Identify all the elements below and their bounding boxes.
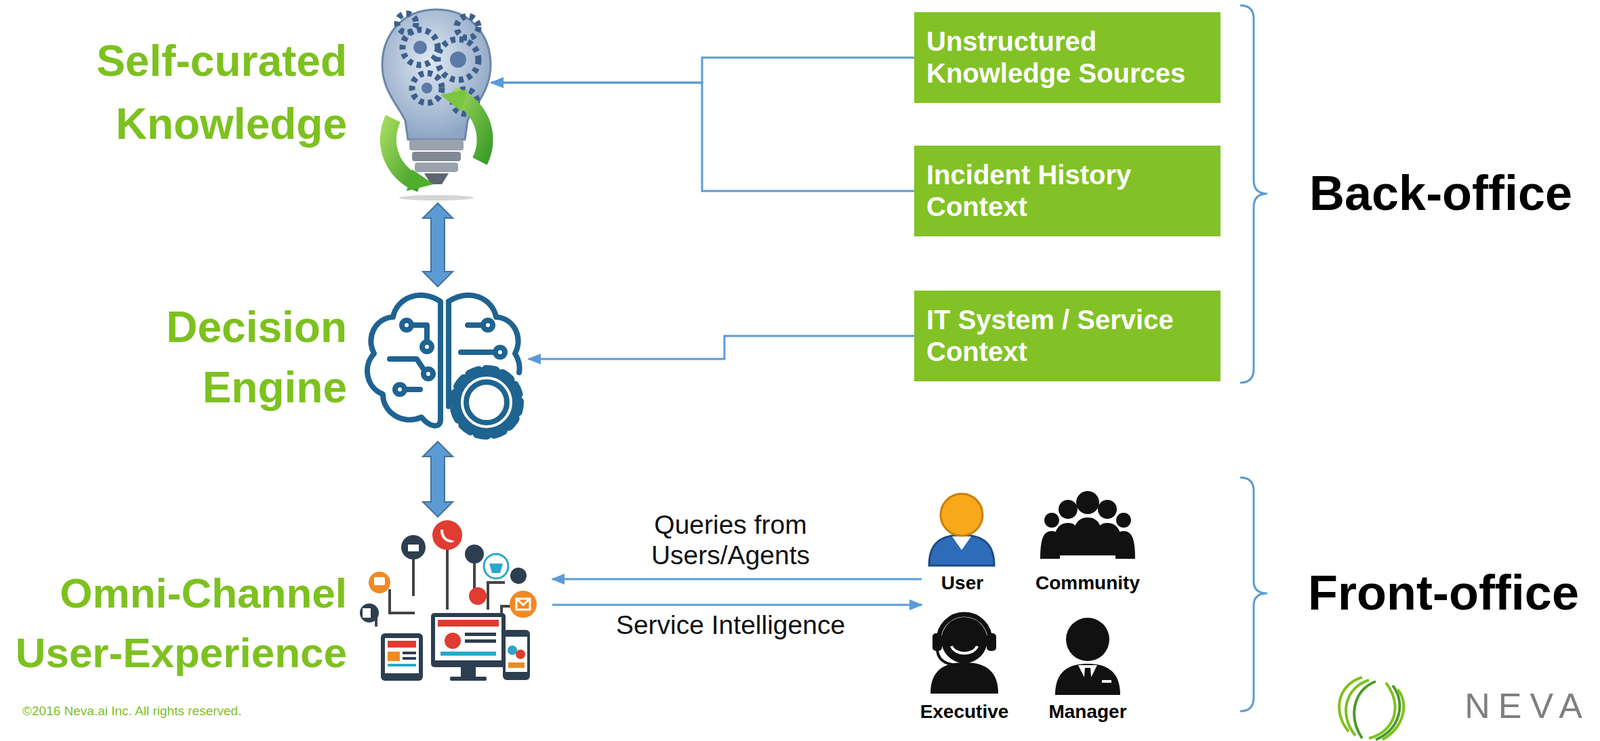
connector bbox=[422, 203, 453, 287]
neva-logo-mark bbox=[1339, 677, 1404, 741]
community-group-icon bbox=[1040, 491, 1136, 560]
connector bbox=[552, 578, 922, 581]
decision-brain-icon bbox=[367, 295, 520, 436]
component-block: Decision Engine bbox=[27, 288, 529, 441]
source-box: IT System / Service Context bbox=[914, 290, 1221, 382]
knowledge-bulb-icon bbox=[382, 9, 491, 201]
region-label: Front-office bbox=[1307, 565, 1579, 621]
persona-label: Executive bbox=[914, 701, 1014, 724]
connector bbox=[422, 441, 453, 518]
manager-suit-icon bbox=[1055, 618, 1121, 696]
user-person-icon bbox=[929, 494, 995, 566]
edge-label: Service Intelligence bbox=[601, 609, 860, 641]
component-heading: Decision Engine bbox=[62, 297, 347, 419]
connector bbox=[528, 336, 915, 360]
persona: Executive bbox=[914, 613, 1014, 726]
copyright-note: ©2016 Neva.ai Inc. All rights reserved. bbox=[22, 704, 242, 720]
logo-wordmark: NEVA bbox=[1464, 685, 1591, 727]
component-heading: Self-curated Knowledge bbox=[62, 29, 347, 156]
source-box: Incident History Context bbox=[914, 145, 1221, 237]
edge-label: Queries from Users/Agents bbox=[601, 509, 860, 571]
connector bbox=[491, 57, 915, 83]
source-text: Unstructured Knowledge Sources bbox=[926, 25, 1209, 90]
back-office-bracket bbox=[1240, 5, 1268, 383]
component-block: Self-curated Knowledge bbox=[27, 5, 492, 202]
persona-label: Community bbox=[1033, 572, 1142, 595]
persona: Community bbox=[1033, 484, 1142, 597]
connector bbox=[491, 82, 915, 192]
persona-label: User bbox=[921, 572, 1003, 595]
region-label: Back-office bbox=[1309, 165, 1573, 221]
persona: Manager bbox=[1036, 613, 1139, 726]
component-block: Omni-Channel User-Experience bbox=[5, 518, 553, 688]
component-heading: Omni-Channel User-Experience bbox=[8, 563, 347, 684]
persona-label: Manager bbox=[1036, 701, 1139, 724]
persona: User bbox=[921, 484, 1003, 610]
source-text: Incident History Context bbox=[926, 159, 1209, 223]
connector bbox=[552, 604, 922, 607]
front-office-bracket bbox=[1240, 477, 1268, 712]
omni-channel-devices-icon bbox=[359, 520, 537, 682]
source-text: IT System / Service Context bbox=[926, 304, 1209, 368]
source-box: Unstructured Knowledge Sources bbox=[914, 12, 1221, 104]
executive-headset-icon bbox=[930, 614, 999, 694]
